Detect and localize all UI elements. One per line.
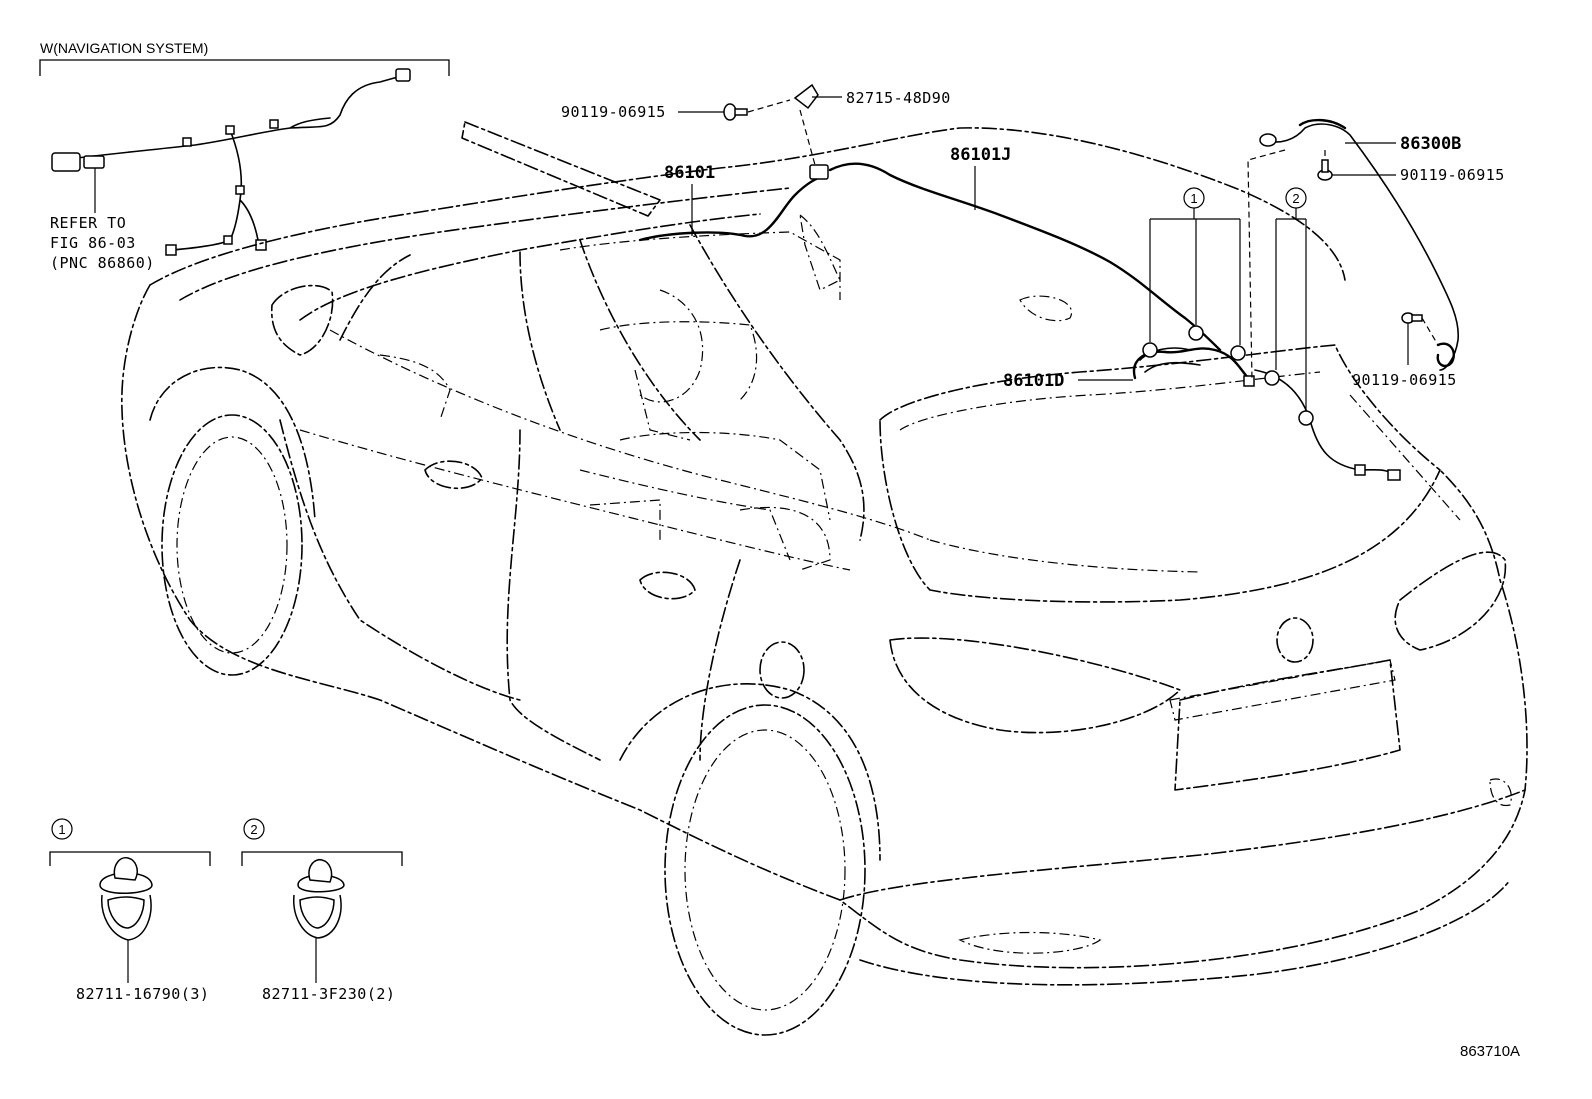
refer-line-2: FIG 86-03 xyxy=(50,234,136,252)
refer-line-3: (PNC 86860) xyxy=(50,254,155,272)
section-title: W(NAVIGATION SYSTEM) xyxy=(40,40,208,56)
dashed-guide xyxy=(1247,149,1286,381)
connector-icon xyxy=(1387,469,1401,481)
navigation-connector-icon xyxy=(51,152,81,172)
clip-1-inset: 1 82711-16790(3) xyxy=(49,818,211,1003)
wire-86101 xyxy=(638,174,827,242)
marker-1-leader xyxy=(1149,208,1241,345)
bolt-icon xyxy=(723,103,748,121)
navigation-system-inset: W(NAVIGATION SYSTEM) REFER TO FIG 86-03 … xyxy=(39,40,450,272)
clip-82711-16790-icon xyxy=(99,857,153,941)
navigation-connector-icon xyxy=(83,155,105,169)
part-label-86101: 86101 xyxy=(664,163,715,183)
dashed-guide xyxy=(799,109,816,166)
antenna-connector-icon xyxy=(1259,133,1277,147)
part-label-clip-2: 82711-3F230(2) xyxy=(262,985,395,1003)
connector-icon xyxy=(255,239,267,251)
dashed-guide xyxy=(1421,317,1439,346)
connector-icon xyxy=(1354,464,1366,476)
inset-1-text: 1 xyxy=(58,822,65,837)
clip-icon xyxy=(223,235,233,245)
clip-icon xyxy=(269,119,279,129)
clip-2-icon xyxy=(1264,370,1280,386)
connector-icon xyxy=(395,68,411,82)
bolt-icon xyxy=(1317,159,1333,181)
callout-bolt-right-upper: 90119-06915 xyxy=(1317,150,1505,184)
navigation-harness xyxy=(59,74,406,251)
inset-2-circle xyxy=(243,818,265,840)
clip-1-icon xyxy=(1142,342,1158,358)
callout-bolt-top: 90119-06915 xyxy=(561,99,791,121)
connector-icon xyxy=(165,244,177,256)
callout-86101j: 86101J xyxy=(950,145,1011,210)
inset-1-bracket xyxy=(49,851,211,866)
part-label-bolt-top: 90119-06915 xyxy=(561,103,666,121)
part-label-86101j: 86101J xyxy=(950,145,1011,165)
clip-82711-3f230-icon xyxy=(293,858,345,939)
clip-2-inset: 2 82711-3F230(2) xyxy=(241,818,403,1003)
part-label-86300b: 86300B xyxy=(1400,134,1461,154)
connector-icon xyxy=(809,164,829,180)
callout-86101d: 86101D xyxy=(1003,371,1133,391)
part-label-86101d: 86101D xyxy=(1003,371,1064,391)
callout-86101: 86101 xyxy=(664,163,715,236)
clip-icon xyxy=(225,125,235,135)
wire-86101j xyxy=(828,162,1222,352)
clip-2-icon xyxy=(1298,410,1314,426)
rear-branch-wire xyxy=(1254,369,1396,476)
clamp-icon xyxy=(793,83,819,110)
inset-2-text: 2 xyxy=(250,822,257,837)
clip-icon xyxy=(235,185,245,195)
part-label-clamp-top: 82715-48D90 xyxy=(846,89,951,107)
figure-code: 863710A xyxy=(1460,1043,1520,1060)
callout-bolt-right-lower: 90119-06915 xyxy=(1352,312,1457,389)
callout-clamp-top: 82715-48D90 xyxy=(793,83,951,166)
marker-2-leader xyxy=(1275,208,1307,410)
marker-2-text: 2 xyxy=(1292,191,1299,206)
marker-1-callout: 1 xyxy=(1149,187,1241,345)
part-label-bolt-right-upper: 90119-06915 xyxy=(1400,166,1505,184)
vehicle-outline xyxy=(121,121,1528,1036)
part-label-clip-1: 82711-16790(3) xyxy=(76,985,209,1003)
section-bracket xyxy=(39,59,450,76)
marker-2-callout: 2 xyxy=(1275,187,1307,410)
clip-1-icon xyxy=(1230,345,1246,361)
clip-1-icon xyxy=(1188,325,1204,341)
wiring-harnesses xyxy=(638,118,1460,481)
antenna-86300b-wire xyxy=(1264,123,1460,371)
refer-line-1: REFER TO xyxy=(50,214,126,232)
inset-2-bracket xyxy=(241,851,403,866)
connector-icon xyxy=(1243,375,1255,387)
marker-1-text: 1 xyxy=(1190,191,1197,206)
dashed-guide xyxy=(747,99,791,113)
callout-86300b: 86300B xyxy=(1345,134,1461,154)
part-label-bolt-right-lower: 90119-06915 xyxy=(1352,371,1457,389)
clip-icon xyxy=(182,137,192,147)
bolt-icon xyxy=(1401,312,1423,324)
inset-1-circle xyxy=(51,818,73,840)
